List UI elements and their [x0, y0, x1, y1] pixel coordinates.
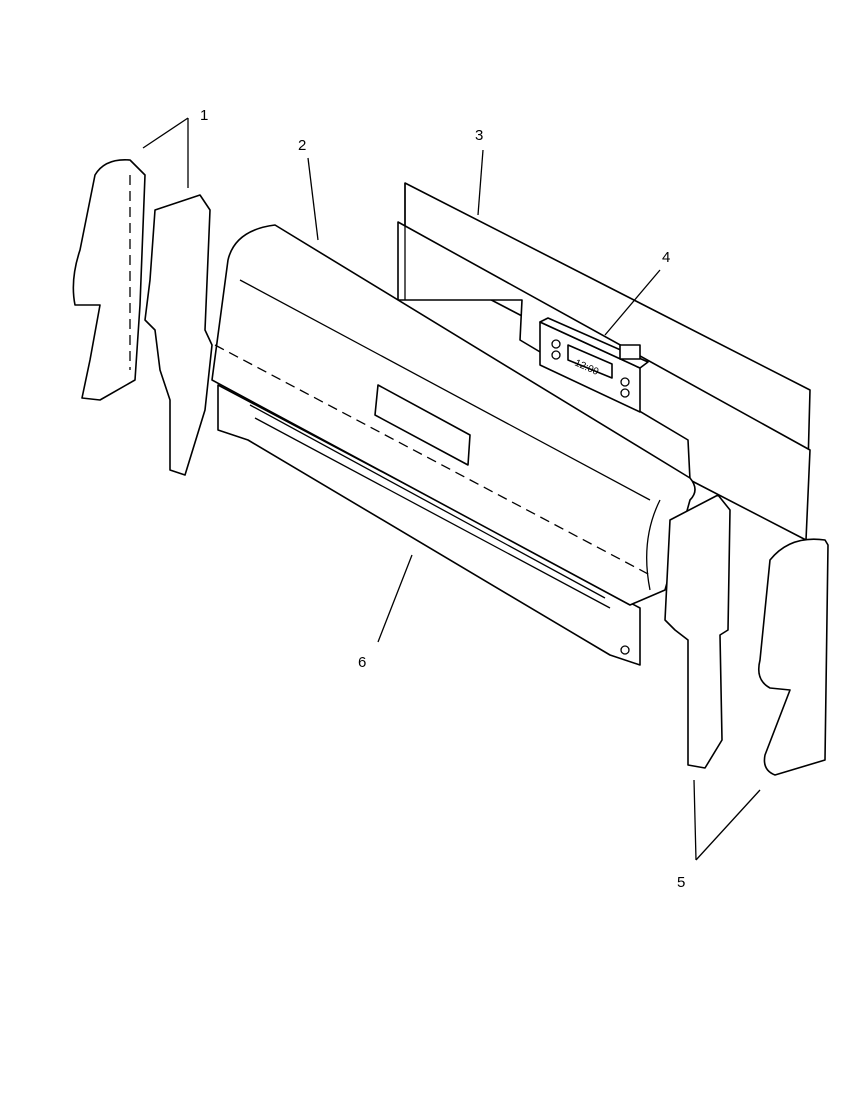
- part-4-clock-control: 12:00: [539, 317, 649, 413]
- callout-6: 6: [358, 654, 366, 671]
- part-5-right-endcap: [664, 494, 829, 776]
- part-6-lower-trim: [217, 384, 641, 666]
- leader-lines: [142, 117, 761, 861]
- callout-1: 1: [200, 107, 208, 124]
- part-2-main-panel: [211, 224, 696, 606]
- callout-2: 2: [298, 137, 306, 154]
- callout-4: 4: [662, 249, 670, 266]
- callout-5: 5: [677, 874, 685, 891]
- callout-3: 3: [475, 127, 483, 144]
- part-1-left-endcap: [72, 158, 213, 476]
